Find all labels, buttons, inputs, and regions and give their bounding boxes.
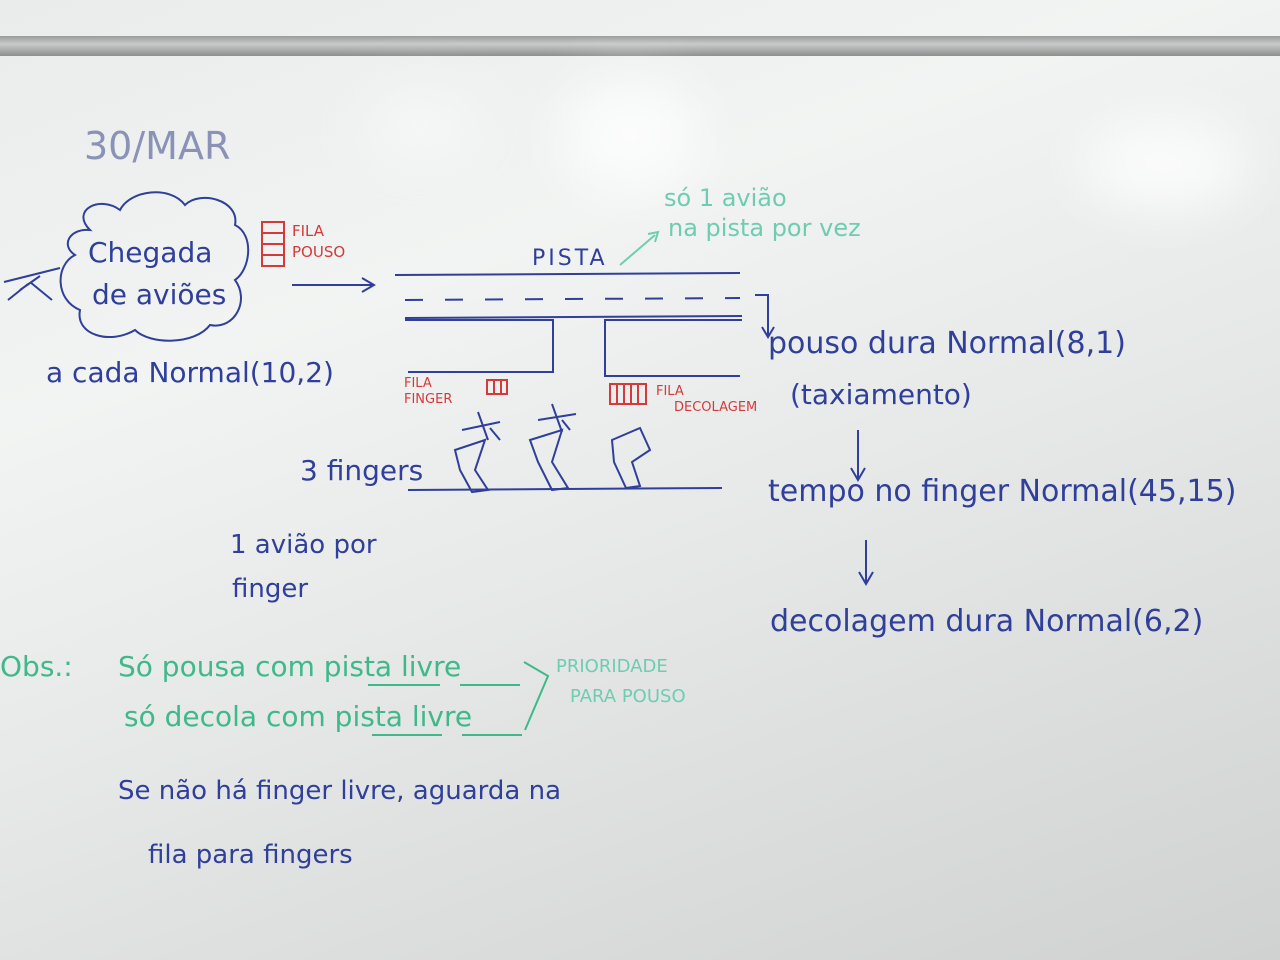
airplane-sketch-icon [3,267,61,301]
arrival-rate: a cada Normal(10,2) [46,356,334,389]
obs-label: Obs.: [0,650,73,683]
runway-top-line [394,272,741,276]
board-date: 30/MAR [84,124,231,168]
runway-center-dashes [404,297,741,301]
whiteboard-rail [0,36,1280,56]
runway-taxiway-right [604,319,742,377]
obs-line1: Só pousa com pista livre [118,650,462,683]
arrival-label-line1: Chegada [88,236,213,269]
queue-takeoff-icon [609,383,647,405]
wait-rule-line2: fila para fingers [148,840,353,870]
light-glare [360,90,480,160]
takeoff-time: decolagem dura Normal(6,2) [770,604,1204,639]
taxi-label: (taxiamento) [790,378,972,411]
airplane-sketch-icon [461,411,501,441]
fingers-count: 3 fingers [300,454,424,487]
landing-time: pouso dura Normal(8,1) [768,326,1126,361]
runway-label: PISTA [532,246,608,271]
one-plane-line1: 1 avião por [230,530,377,560]
queue-finger-label-line2: FINGER [404,392,453,407]
finger-3 [610,426,652,490]
one-plane-line2: finger [232,574,309,604]
queue-takeoff-label-line1: FILA [656,384,684,399]
arrival-label-line2: de aviões [92,278,227,311]
queue-finger-icon [486,379,508,395]
arrival-cloud [59,191,250,342]
queue-takeoff-label-line2: DECOLAGEM [674,400,758,415]
obs-priority-line1: PRIORIDADE [556,656,668,677]
queue-landing-label-line1: FILA [292,222,325,240]
light-glare [560,80,700,190]
runway-note-line1: só 1 avião [664,184,787,212]
obs-priority-line2: PARA POUSO [570,686,686,707]
queue-finger-label-line1: FILA [404,376,432,391]
runway-note-line2: na pista por vez [668,214,861,242]
finger-time: tempo no finger Normal(45,15) [768,474,1237,509]
airplane-sketch-icon [537,403,577,433]
finger-2 [528,428,570,492]
obs-line2: só decola com pista livre [124,700,473,733]
runway-taxiway-left [405,319,554,373]
light-glare [1080,120,1250,210]
queue-landing-label-line2: POUSO [292,243,346,261]
finger-1 [453,438,490,494]
wait-rule-line1: Se não há finger livre, aguarda na [118,776,562,806]
